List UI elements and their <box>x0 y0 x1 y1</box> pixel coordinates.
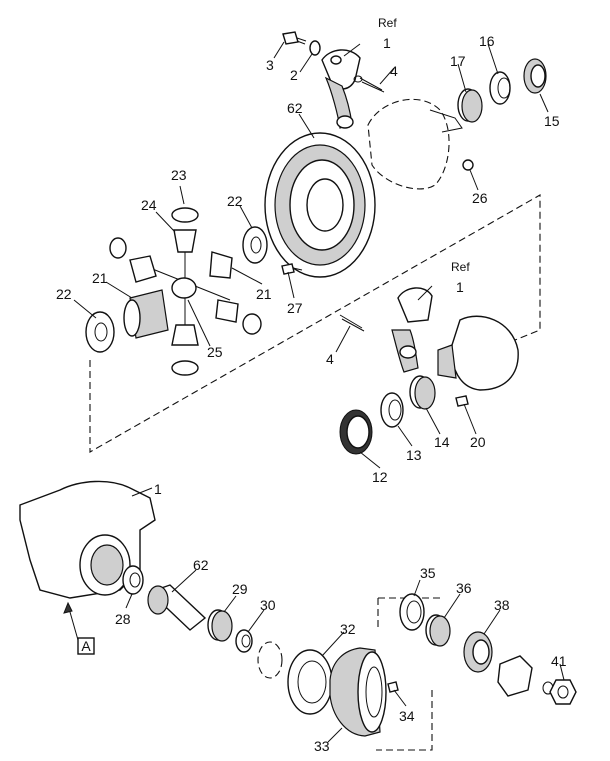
bearing-cone-17 <box>457 88 483 123</box>
callout-22-left: 22 <box>56 286 72 302</box>
view-marker-box: A <box>77 637 95 655</box>
cage-bolt-34 <box>387 681 399 693</box>
pinion-bearing-group-outline <box>376 597 440 751</box>
callout-34: 34 <box>399 708 415 724</box>
case-bolt-20 <box>455 395 469 407</box>
callout-32: 32 <box>340 621 356 637</box>
callout-16: 16 <box>479 33 495 49</box>
pinion-gear-bottom <box>171 324 199 376</box>
callout-38: 38 <box>494 597 510 613</box>
callout-26: 26 <box>472 190 488 206</box>
callout-21-left: 21 <box>92 270 108 286</box>
ring-gear-bolt <box>281 263 303 275</box>
callouts: 3 2 Ref 1 4 17 16 15 62 26 23 24 22 21 2… <box>56 16 567 754</box>
adjuster-ring-15 <box>523 58 547 94</box>
cotter-pin-mid <box>339 314 365 332</box>
callout-1-top: 1 <box>383 35 391 51</box>
adjuster-ring-12 <box>339 409 373 455</box>
pinion-bearing-28 <box>122 565 144 595</box>
bearing-cup-16 <box>489 71 511 105</box>
callout-22-upper: 22 <box>227 193 243 209</box>
pinion-gear-top <box>171 207 199 253</box>
callout-17: 17 <box>450 53 466 69</box>
side-gear-left <box>123 289 169 339</box>
view-arrow <box>63 601 79 641</box>
bearing-cup-dashed <box>257 641 283 679</box>
callout-24: 24 <box>141 197 157 213</box>
yoke <box>497 655 554 697</box>
callout-12: 12 <box>372 469 388 485</box>
callout-4-mid: 4 <box>326 351 334 367</box>
differential-case-half <box>367 98 474 190</box>
thrust-washer-22-left <box>85 311 115 353</box>
callout-13: 13 <box>406 447 422 463</box>
callout-30: 30 <box>260 597 276 613</box>
callout-36: 36 <box>456 580 472 596</box>
lock-washer <box>309 40 321 56</box>
pinion-gear-right <box>209 251 262 335</box>
callout-62-pinion: 62 <box>193 557 209 573</box>
pinion-bearing-29 <box>207 609 233 642</box>
ring-gear <box>264 132 376 278</box>
callout-41: 41 <box>551 653 567 669</box>
callout-14: 14 <box>434 434 450 450</box>
bearing-cage-33 <box>329 647 387 737</box>
callout-1-housing: 1 <box>154 481 162 497</box>
callout-1-mid: 1 <box>456 279 464 295</box>
ref-label-mid: Ref <box>451 260 470 274</box>
drive-pinion-62 <box>147 584 207 631</box>
callout-23: 23 <box>171 167 187 183</box>
differential-case-mid <box>437 315 519 391</box>
ref-label-top: Ref <box>378 16 397 30</box>
bearing-cap-mid <box>391 287 433 373</box>
shim-32 <box>287 649 333 715</box>
callout-21-right: 21 <box>256 286 272 302</box>
callout-3: 3 <box>266 57 274 73</box>
bearing-cone-36 <box>425 614 451 647</box>
bearing-cup-35 <box>399 593 425 631</box>
cotter-pin-top <box>353 75 385 93</box>
callout-29: 29 <box>232 581 248 597</box>
pinion-gear-left <box>109 237 157 283</box>
nut-41 <box>549 679 577 705</box>
callout-62-top: 62 <box>287 100 303 116</box>
view-marker-label: A <box>81 638 91 654</box>
callout-20: 20 <box>470 434 486 450</box>
callout-15: 15 <box>544 113 560 129</box>
leader-lines <box>73 41 565 743</box>
carrier-housing <box>19 480 156 599</box>
callout-35: 35 <box>420 565 436 581</box>
bearing-cap-top <box>321 49 361 129</box>
spider-assembly <box>149 240 231 340</box>
callout-4-top: 4 <box>390 63 398 79</box>
bearing-cup-13 <box>380 392 404 428</box>
bearing-cone-14 <box>409 375 436 410</box>
cap-bolt <box>282 31 307 45</box>
callout-25: 25 <box>207 344 223 360</box>
callout-27: 27 <box>287 300 303 316</box>
thrust-washer-22-upper <box>242 226 268 264</box>
oil-seal-38 <box>463 631 493 673</box>
callout-33: 33 <box>314 738 330 754</box>
differential-group-outline <box>89 194 541 453</box>
callout-28: 28 <box>115 611 131 627</box>
spacer-30 <box>235 629 253 653</box>
callout-2: 2 <box>290 67 298 83</box>
